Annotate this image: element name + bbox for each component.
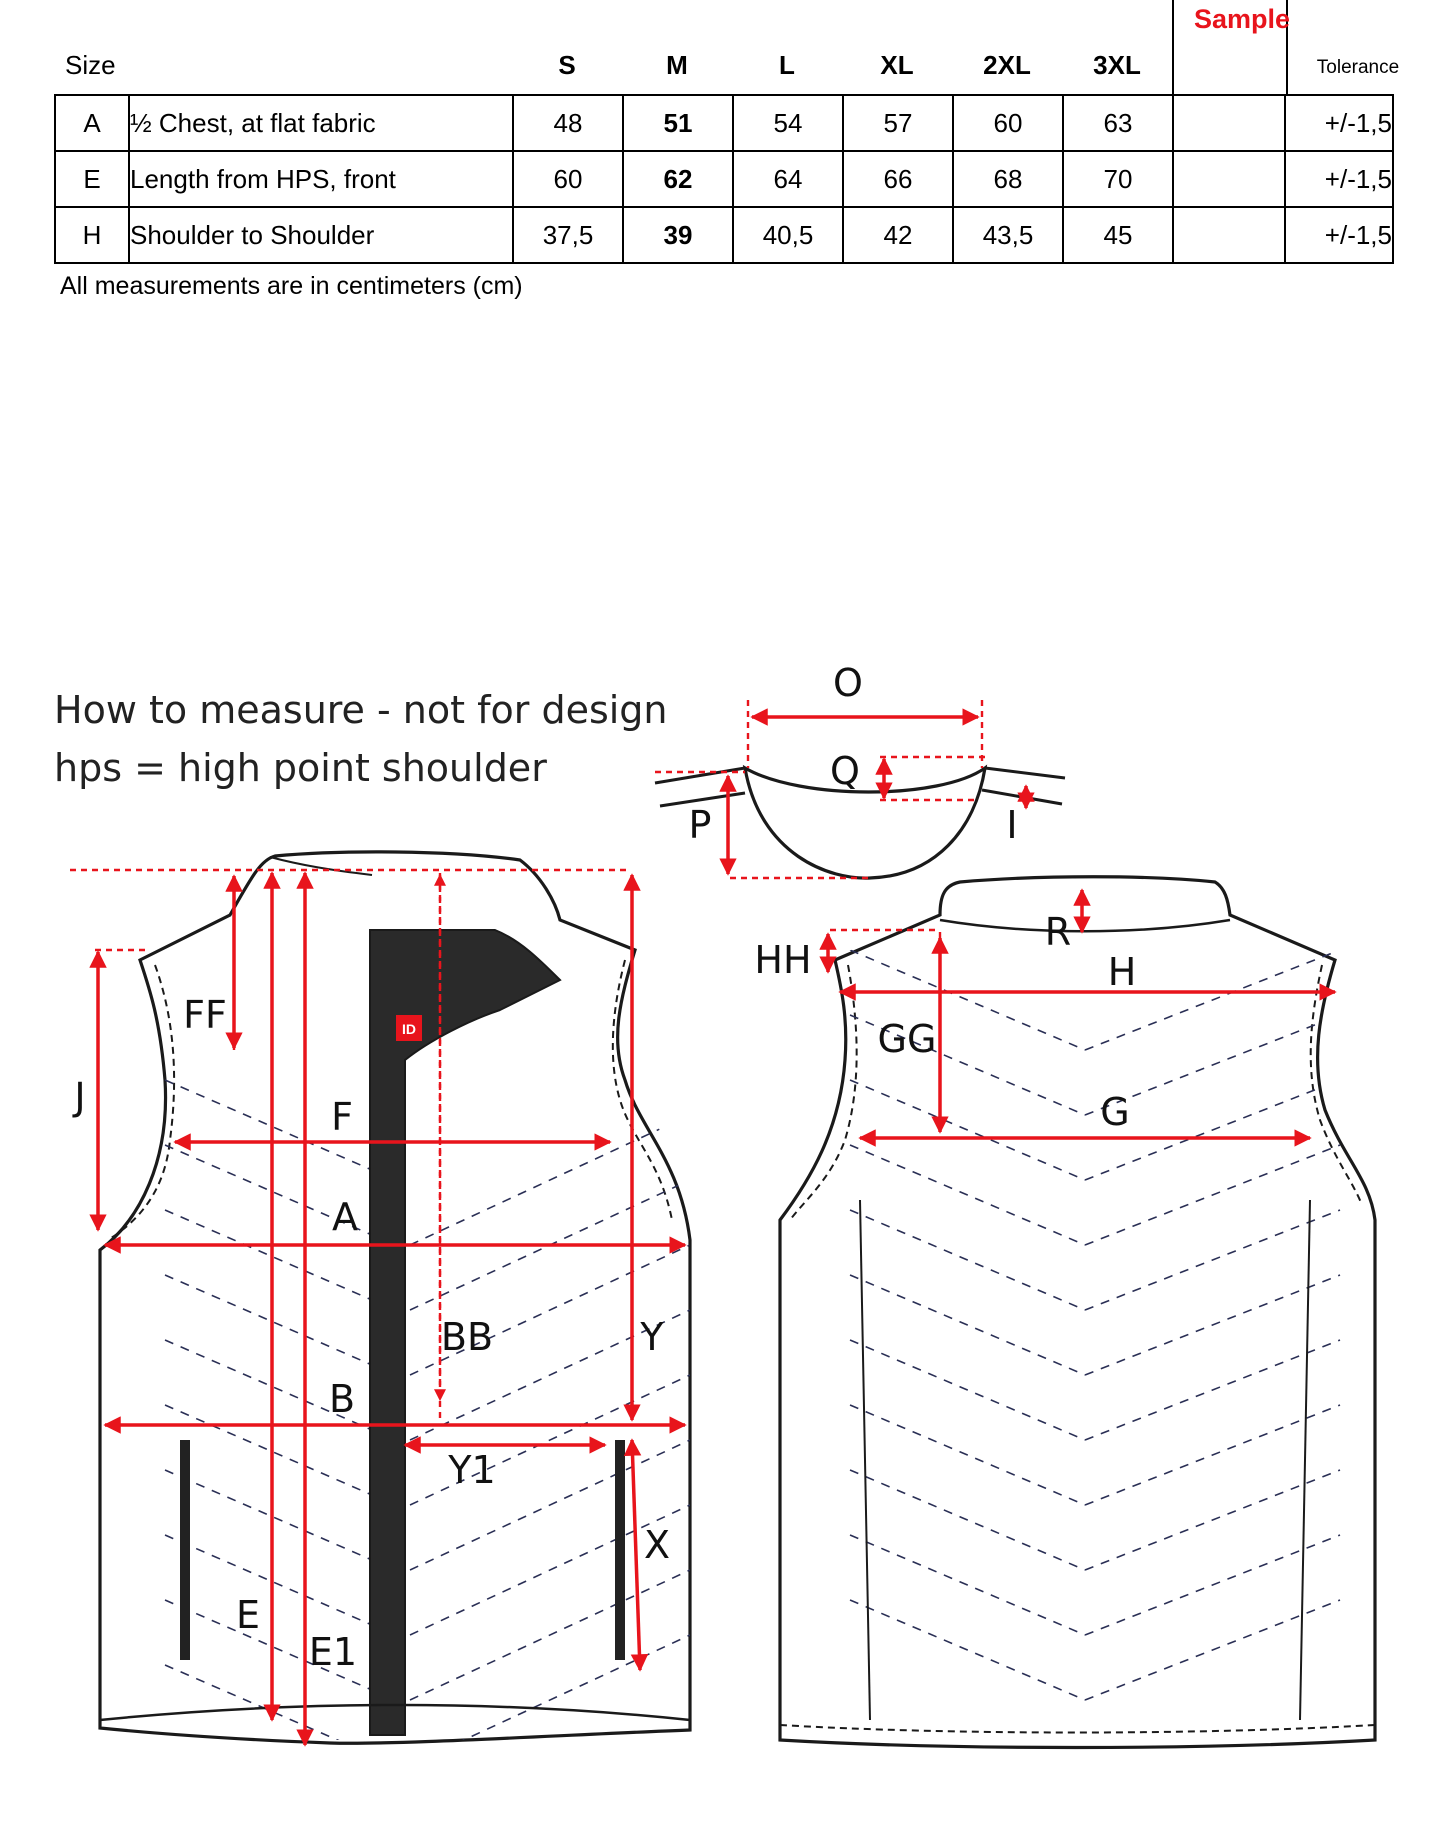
value-cell: 43,5	[952, 206, 1064, 264]
sample-cell	[1172, 206, 1286, 264]
tolerance-cell: +/-1,5	[1284, 94, 1394, 152]
size-m: M	[666, 50, 688, 80]
row-description: Shoulder to Shoulder	[128, 206, 514, 264]
label-e: E	[236, 1593, 260, 1637]
value-cell: 63	[1062, 94, 1174, 152]
label-i: I	[1006, 803, 1017, 847]
value-cell: 51	[622, 94, 734, 152]
row-description: Length from HPS, front	[128, 150, 514, 208]
label-b: B	[329, 1377, 355, 1421]
sample-label: Sample	[1193, 4, 1291, 34]
table-row: E Length from HPS, front 60 62 64 66 68 …	[54, 150, 1394, 208]
size-xl: XL	[880, 50, 914, 80]
label-a: A	[332, 1195, 358, 1239]
label-p: P	[689, 803, 712, 847]
collar-detail: O Q P I	[654, 661, 1066, 880]
row-code: E	[54, 150, 130, 208]
label-h: H	[1108, 950, 1137, 994]
label-f: F	[331, 1095, 353, 1139]
table-row: A ½ Chest, at flat fabric 48 51 54 57 60…	[54, 94, 1394, 152]
front-measurements: FF J F A BB Y B Y1 X E E1	[70, 868, 687, 1747]
value-cell: 66	[842, 150, 954, 208]
size-3xl: 3XL	[1093, 50, 1141, 80]
brand-logo	[396, 1015, 422, 1041]
measurement-diagram: O Q P I ID	[70, 661, 1377, 1750]
front-vest: ID	[98, 850, 692, 1745]
tolerance-cell: +/-1,5	[1284, 206, 1394, 264]
label-ff: FF	[183, 993, 227, 1037]
units-note: All measurements are in centimeters (cm)	[60, 272, 523, 300]
value-cell: 70	[1062, 150, 1174, 208]
value-cell: 64	[732, 150, 844, 208]
value-cell: 45	[1062, 206, 1174, 264]
size-table: A ½ Chest, at flat fabric 48 51 54 57 60…	[54, 94, 1394, 264]
label-y1: Y1	[447, 1448, 495, 1492]
row-code: A	[54, 94, 130, 152]
size-label: Size	[65, 50, 116, 80]
label-y: Y	[639, 1315, 664, 1359]
label-hh: HH	[754, 938, 811, 982]
sample-cell	[1172, 150, 1286, 208]
brand-logo-text: ID	[402, 1021, 416, 1037]
value-cell: 48	[512, 94, 624, 152]
value-cell: 68	[952, 150, 1064, 208]
value-cell: 39	[622, 206, 734, 264]
label-g: G	[1100, 1090, 1129, 1134]
value-cell: 42	[842, 206, 954, 264]
value-cell: 60	[952, 94, 1064, 152]
size-2xl: 2XL	[983, 50, 1031, 80]
label-bb: BB	[441, 1315, 493, 1359]
value-cell: 54	[732, 94, 844, 152]
label-x: X	[644, 1523, 670, 1567]
back-measurements: R HH H GG G	[754, 888, 1337, 1147]
value-cell: 57	[842, 94, 954, 152]
value-cell: 60	[512, 150, 624, 208]
table-header-row: Size S M L XL 2XL 3XL	[0, 50, 1445, 90]
row-code: H	[54, 206, 130, 264]
tolerance-label: Tolerance	[1316, 57, 1400, 78]
size-s: S	[558, 50, 576, 80]
back-vest	[778, 875, 1377, 1750]
value-cell: 37,5	[512, 206, 624, 264]
instruction-line-1: How to measure - not for design	[54, 688, 668, 732]
label-r: R	[1045, 910, 1071, 954]
label-gg: GG	[878, 1017, 937, 1061]
label-q: Q	[830, 749, 860, 793]
sample-column-header	[1172, 0, 1288, 95]
size-l: L	[779, 50, 795, 80]
instruction-line-2: hps = high point shoulder	[54, 746, 547, 790]
value-cell: 62	[622, 150, 734, 208]
label-e1: E1	[309, 1630, 357, 1674]
row-description: ½ Chest, at flat fabric	[128, 94, 514, 152]
value-cell: 40,5	[732, 206, 844, 264]
tolerance-cell: +/-1,5	[1284, 150, 1394, 208]
table-row: H Shoulder to Shoulder 37,5 39 40,5 42 4…	[54, 206, 1394, 264]
label-j: J	[72, 1075, 85, 1119]
sample-cell	[1172, 94, 1286, 152]
label-o: O	[833, 661, 863, 705]
